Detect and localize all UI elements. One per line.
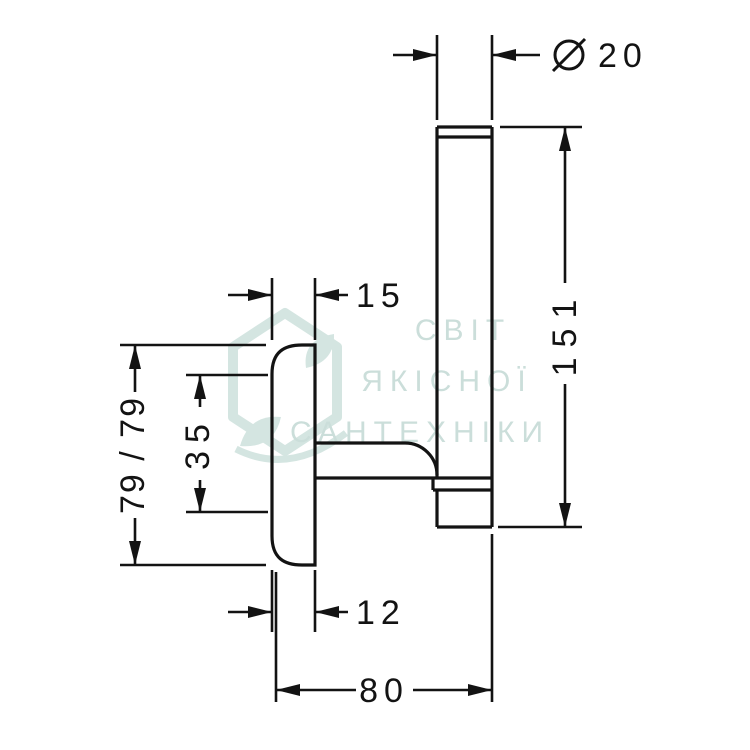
wall-projection-label: 80 — [359, 672, 409, 710]
diameter-symbol-icon — [551, 37, 587, 73]
rod-length-label: 151 — [546, 290, 584, 377]
watermark-hexagon-logo — [228, 308, 342, 456]
arrowhead — [129, 541, 141, 565]
watermark-leaf-icon — [305, 334, 335, 368]
wall-plate-outline — [270, 343, 317, 567]
arrowhead — [276, 684, 300, 696]
watermark: СВІТ ЯКІСНОЇ САНТЕХНІКИ — [228, 308, 543, 463]
arrowhead — [248, 606, 272, 618]
dim-projection: 80 — [274, 534, 494, 710]
watermark-text-line2: ЯКІСНОЇ — [361, 365, 532, 398]
dim-rod-height: 151 — [498, 125, 584, 529]
arrowhead — [194, 488, 206, 512]
dim-hole-spacing: 35 — [179, 373, 268, 514]
diameter-circle — [553, 39, 585, 71]
dim-diameter: 20 — [393, 35, 648, 120]
arrowhead — [559, 503, 571, 527]
product-outline — [270, 125, 494, 567]
hole-spacing-label: 35 — [179, 416, 217, 470]
plate-depth-top-label: 15 — [356, 277, 406, 315]
diameter-label: 20 — [598, 37, 648, 75]
arrowhead — [559, 127, 571, 151]
arrowhead — [315, 289, 339, 301]
arrowhead — [194, 375, 206, 399]
dim-plate-depth-bottom: 12 — [228, 570, 406, 632]
watermark-text-line1: СВІТ — [415, 314, 511, 347]
arrowhead — [413, 49, 437, 61]
diameter-slash — [551, 37, 587, 73]
plate-depth-bottom-label: 12 — [356, 594, 406, 632]
arrowhead — [315, 606, 339, 618]
dim-plate-height: 79 / 79 — [114, 343, 266, 567]
dim-plate-depth-top: 15 — [228, 277, 406, 340]
arrowhead — [248, 289, 272, 301]
arrowhead — [129, 345, 141, 369]
arrowhead — [492, 49, 516, 61]
plate-height-label: 79 / 79 — [114, 396, 152, 514]
arrowhead — [468, 684, 492, 696]
